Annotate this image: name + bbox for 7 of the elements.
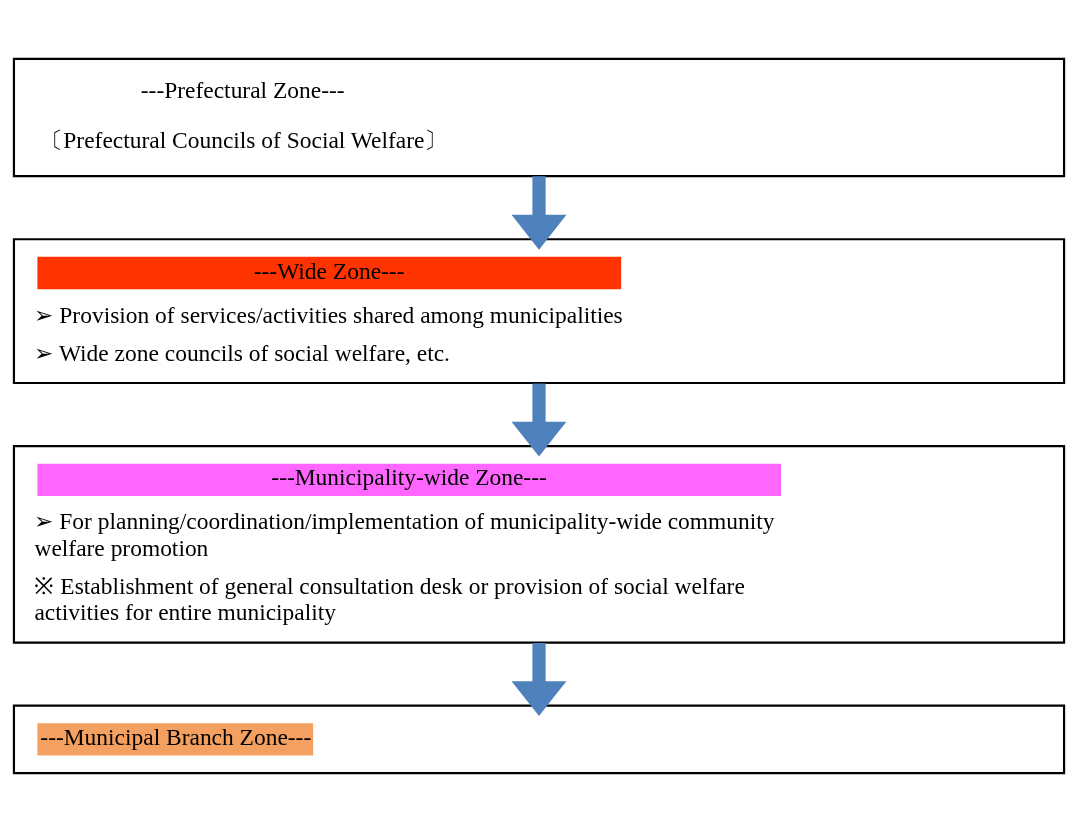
node-box: ---Wide Zone--- ➢ Provision of services/activities shared among municipalities ➢ Wide zone councils of social welfare, etc. bbox=[12, 238, 1066, 385]
arrow bbox=[511, 643, 567, 717]
node-box: ---Municipality-wide Zone--- ➢ For planning/coordination/implementation of municipality-wide community welfare promotion ※ Establishment of general consultation desk or provision of social welfare activities for entire municipality bbox=[12, 444, 1066, 644]
node-box: ---Municipal Branch Zone--- bbox=[12, 704, 1066, 775]
arrow bbox=[511, 176, 567, 250]
arrow bbox=[511, 383, 567, 457]
node-box: ---Prefectural Zone--- 〔Prefectural Councils of Social Welfare〕 bbox=[12, 57, 1066, 178]
